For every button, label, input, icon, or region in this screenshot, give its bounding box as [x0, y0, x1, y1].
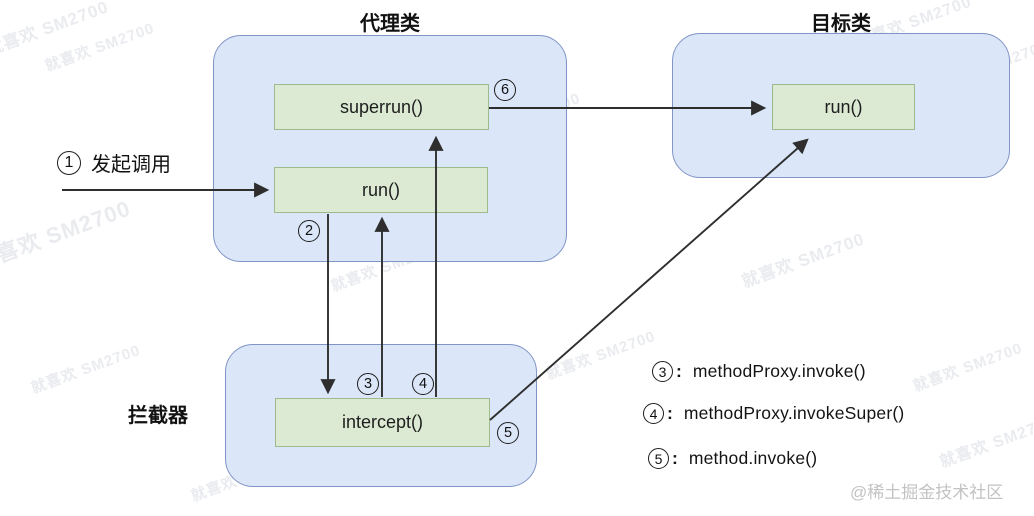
- legend-step5-number-circle: 5: [648, 448, 669, 469]
- method-box-target-run: run(): [772, 84, 915, 130]
- legend-step5-text: method.invoke(): [688, 448, 818, 468]
- target-class-title: 目标类: [811, 13, 871, 35]
- method-label-superrun: superrun(): [339, 96, 424, 117]
- legend-step4-text: methodProxy.invokeSuper(): [683, 403, 905, 423]
- step3-number-circle: 3: [357, 373, 379, 395]
- proxy-class-container: [213, 35, 567, 262]
- step5-number-circle: 5: [497, 422, 519, 444]
- watermark-text: 就喜欢 SM2700: [0, 0, 112, 60]
- legend-step4-number-circle: 4: [643, 403, 664, 424]
- method-box-superrun: superrun(): [274, 84, 489, 130]
- watermark-text: 就喜欢 SM2700: [937, 413, 1034, 472]
- step1-text: 发起调用: [91, 154, 171, 176]
- legend-step3-number-circle: 3: [652, 361, 673, 382]
- method-label-proxy-run: run(): [361, 179, 400, 200]
- watermark-text: 就喜欢 SM2700: [0, 195, 134, 276]
- juejin-credit-watermark: @稀土掘金技术社区: [850, 483, 1004, 502]
- legend-step3-colon: :: [676, 361, 682, 381]
- legend-row-step5: 5 : method.invoke(): [648, 448, 817, 469]
- step6-number-circle: 6: [494, 79, 516, 101]
- watermark-text: 就喜欢 SM2700: [42, 19, 157, 76]
- legend-row-step3: 3 : methodProxy.invoke(): [652, 361, 866, 382]
- legend-row-step4: 4 : methodProxy.invokeSuper(): [643, 403, 904, 424]
- legend-step3-text: methodProxy.invoke(): [692, 361, 866, 381]
- interceptor-label: 拦截器: [128, 405, 188, 427]
- method-box-intercept: intercept(): [275, 398, 490, 447]
- legend-step4-colon: :: [667, 403, 673, 423]
- step1-number-circle: 1: [57, 150, 81, 175]
- watermark-text: 就喜欢 SM2700: [739, 229, 868, 292]
- step4-number-circle: 4: [412, 373, 434, 395]
- watermark-text: 就喜欢 SM2700: [910, 339, 1025, 396]
- proxy-class-title: 代理类: [360, 13, 420, 35]
- method-box-proxy-run: run(): [274, 167, 488, 213]
- step2-number-circle: 2: [298, 220, 320, 242]
- method-label-intercept: intercept(): [341, 412, 424, 432]
- legend-step5-colon: :: [672, 448, 678, 468]
- watermark-text: 就喜欢 SM2700: [543, 327, 658, 384]
- step1-label: 1 发起调用: [57, 148, 171, 177]
- method-label-target-run: run(): [824, 96, 863, 117]
- watermark-text: 就喜欢 SM2700: [28, 341, 143, 398]
